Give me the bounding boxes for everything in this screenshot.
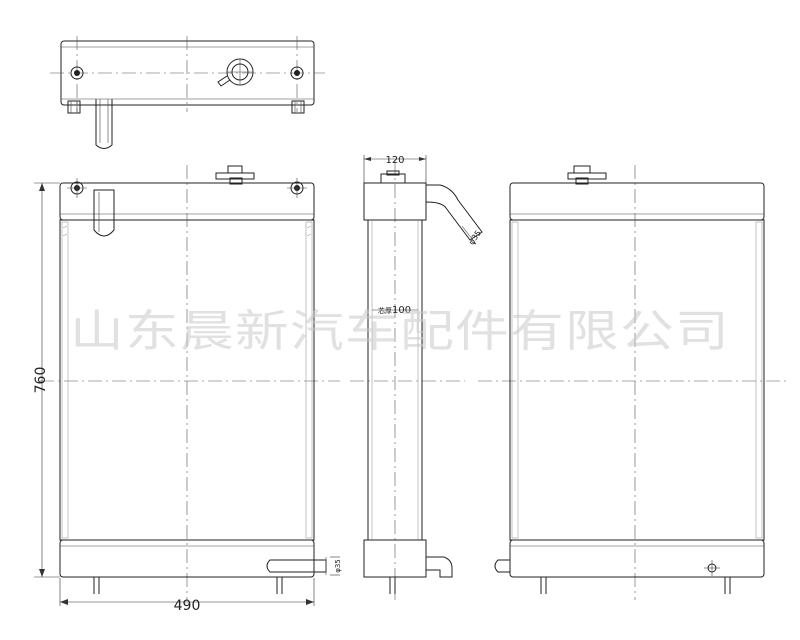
drain-valve-icon [704,560,720,576]
side-view: 120 φ35 芯厚 100 [350,155,483,600]
company-watermark: 山东晨新汽车配件有限公司 [70,306,730,357]
core-thickness-prefix: 芯厚 [378,306,392,315]
front-view: 490 760 φ35 [33,165,342,614]
rear-view [478,165,790,600]
filler-cap-icon [217,58,254,87]
mounting-bolt-icon [287,178,307,198]
top-view [50,36,325,149]
mounting-bolt-icon [290,66,304,80]
mounting-bolt-icon [70,66,84,80]
outlet-pipe-icon [266,557,327,575]
overall-width-dimension: 490 [174,598,201,614]
hose-diameter-label: φ35 [467,229,483,247]
angled-hose-icon [425,184,483,245]
side-width-dimension: 120 [385,155,404,166]
overall-height-dimension: 760 [33,367,49,394]
outlet-diameter-label: φ35 [334,559,342,573]
inlet-pipe-icon [93,189,115,237]
hose-pipe-icon [95,99,113,149]
core-thickness-dimension: 100 [392,305,411,316]
mounting-bolt-icon [67,178,87,198]
